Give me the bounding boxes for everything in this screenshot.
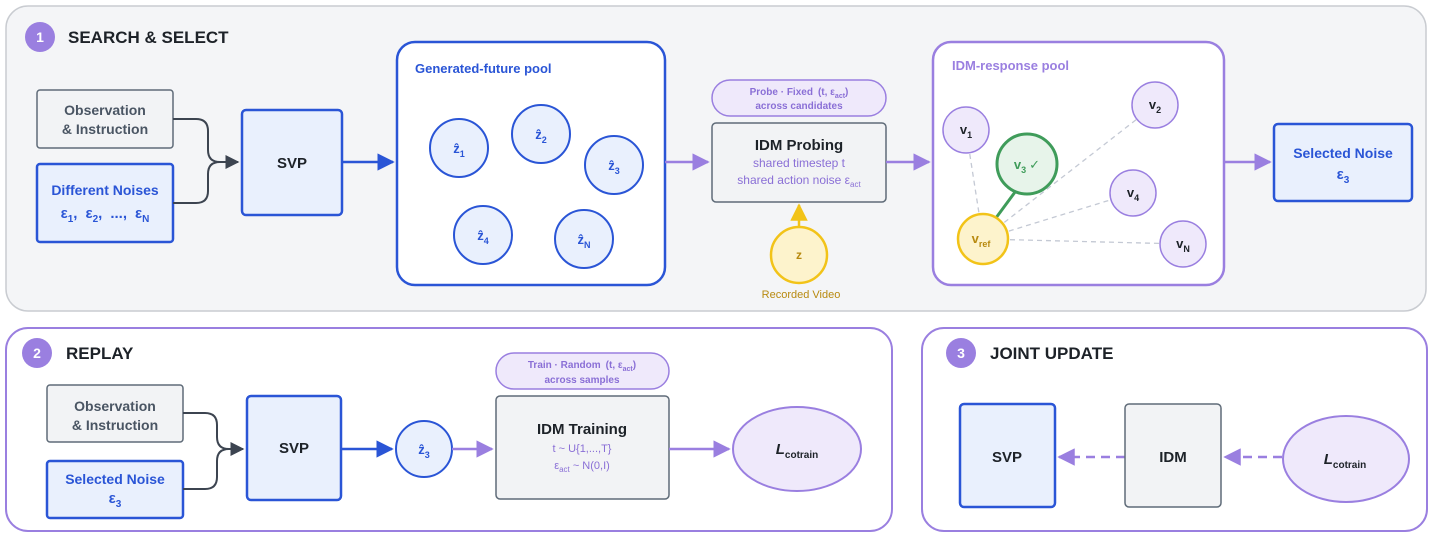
v3-node [995,132,1059,196]
z-hat-3-label: ẑ3 [608,158,620,176]
obs-connector [173,118,240,169]
z-hat-4-node [453,205,513,265]
v1-label: v1 [960,122,972,140]
svp-label: SVP [277,155,307,172]
v4-node [1109,169,1157,217]
different-noises-list: ε1,ε2,...,εN [61,205,150,225]
probe-fixed-label: Probe · Fixed(t, εact) [750,87,849,100]
replay-selected-noise-title: Selected Noise [65,471,165,487]
joint-svp-box [958,402,1057,509]
noise-connector [173,161,221,204]
idm-probing-title: IDM Probing [755,137,843,154]
generated-future-pool-title: Generated-future pool [415,61,552,76]
section3-number: 3 [957,345,965,361]
z-recorded-node [769,225,829,285]
probe-fixed-line2: across candidates [755,101,843,112]
joint-idm-label: IDM [1159,449,1187,466]
section1-title: SEARCH & SELECT [68,28,229,47]
z-hat-1-label: ẑ1 [453,141,465,159]
vref-vN-link [982,238,1184,245]
joint-svp-label: SVP [992,449,1022,466]
selected-noise-title: Selected Noise [1293,145,1393,161]
selected-noise-value: ε3 [1337,166,1350,186]
replay-observation-label-1: Observation [74,398,156,414]
replay-selected-noise-value: ε3 [109,490,122,510]
z-hat-N-node [554,209,614,269]
section3-number-badge [946,338,976,368]
idm-training-line2: εact ~ N(0,I) [554,460,610,474]
replay-obs-connector [183,412,245,456]
joint-idm-box [1124,403,1222,508]
idm-training-line1: t ~ U{1,...,T} [552,443,611,455]
vN-label: vN [1176,236,1190,254]
section1-number: 1 [36,29,44,45]
replay-noise-connector [183,448,230,490]
observation-label-2: & Instruction [62,121,148,137]
replay-loss-ellipse [732,406,862,492]
vref-node [956,212,1010,266]
different-noises-box [35,162,175,244]
idm-probing-line1: shared timestep t [753,156,846,170]
train-random-pill [495,352,670,390]
replay-loss-label: Lcotrain [776,441,819,461]
v3-label: v3✓ [1014,157,1040,175]
recorded-video-caption: Recorded Video [762,289,841,301]
section3-title: JOINT UPDATE [990,344,1113,363]
probe-fixed-pill [711,79,887,117]
replay-observation-label-2: & Instruction [72,417,158,433]
idm-probing-line2: shared action noise εact [737,173,861,189]
section2-panel [5,327,893,532]
vref-v2-link [982,104,1156,240]
z-hat-3-node [584,135,644,195]
observation-box [36,89,174,149]
observation-label-1: Observation [64,102,146,118]
z-hat-2-label: ẑ2 [535,127,547,145]
different-noises-title: Different Noises [51,182,159,198]
joint-loss-ellipse [1282,415,1410,503]
z-recorded-label: z [796,248,802,262]
replay-svp-label: SVP [279,440,309,457]
replay-z-hat-3-label: ẑ3 [418,442,430,460]
train-random-label: Train · Random(t, εact) [528,360,636,373]
idm-training-box [495,395,670,500]
train-random-line2: across samples [544,375,619,386]
vN-node [1159,220,1207,268]
section2-number-badge [22,338,52,368]
v2-label: v2 [1149,97,1161,115]
selected-noise-box [1272,122,1414,203]
section2-number: 2 [33,345,41,361]
z-hat-2-node [511,104,571,164]
joint-loss-label: Lcotrain [1324,451,1367,471]
z-hat-1-node [429,118,489,178]
v1-node [942,106,990,154]
section2-title: REPLAY [66,344,134,363]
z-hat-N-label: ẑN [578,232,591,250]
v4-label: v4 [1127,185,1139,203]
vref-v4-link [982,192,1134,240]
idm-training-title: IDM Training [537,421,627,438]
v2-node [1131,81,1179,129]
section1-number-badge [25,22,55,52]
idm-response-pool-title: IDM-response pool [952,58,1069,73]
z-hat-4-label: ẑ4 [477,228,489,246]
vref-label: vref [972,231,992,249]
